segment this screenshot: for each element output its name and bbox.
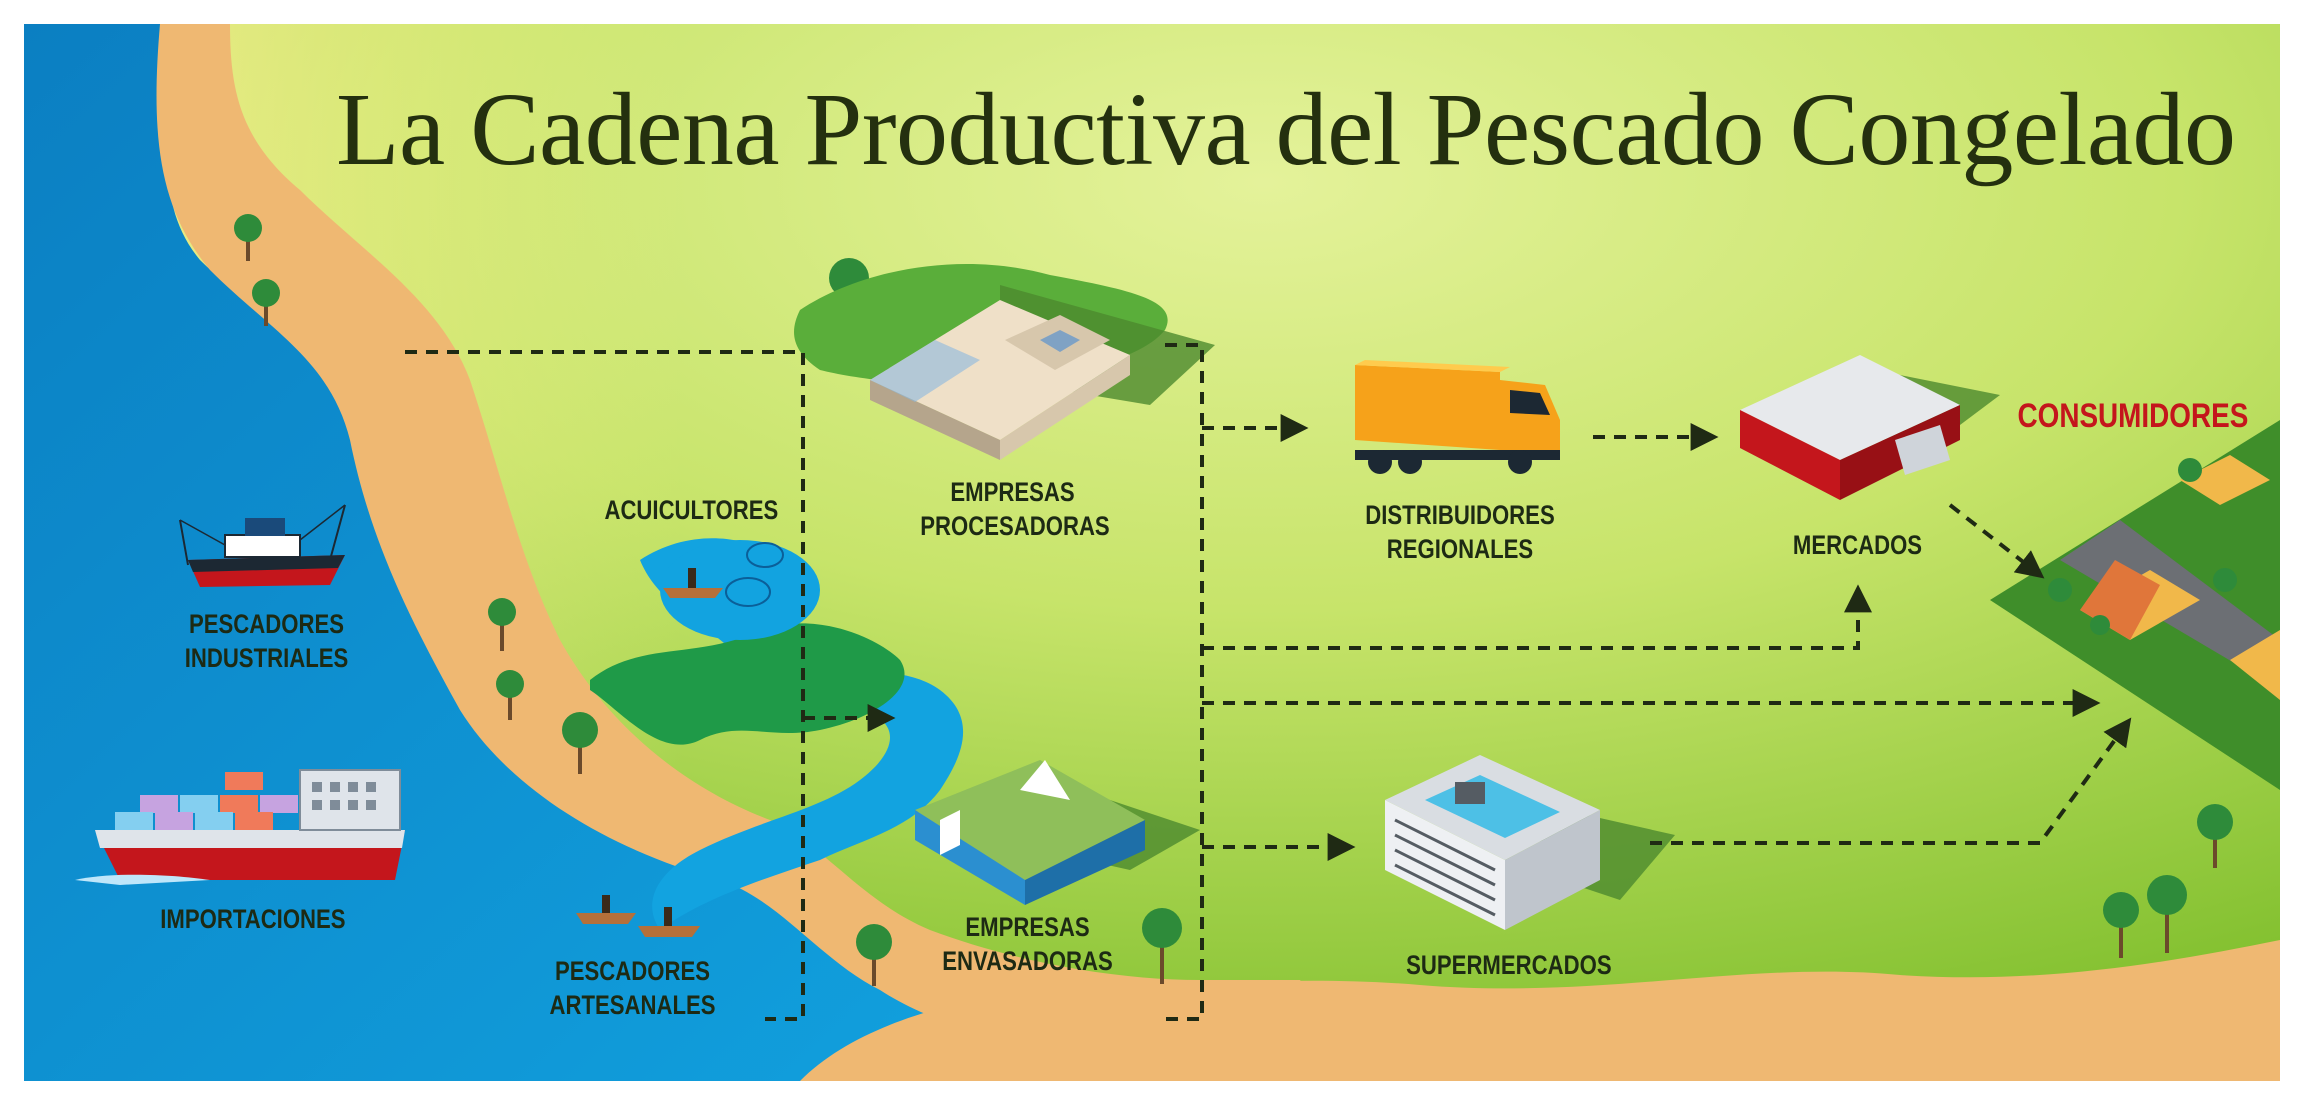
market-building-icon [1740, 355, 2000, 500]
label-pescadores-artesanales: PESCADORES ARTESANALES [549, 956, 716, 1020]
label-consumidores: CONSUMIDORES [2017, 397, 2249, 435]
flow-supermercados-to-consumidores [1650, 717, 2132, 845]
label-distribuidores-regionales: DISTRIBUIDORES REGIONALES [1365, 500, 1555, 564]
tree-icon [234, 214, 2233, 986]
flow-lines [405, 343, 2132, 1021]
label-acuicultores: ACUICULTORES [604, 495, 779, 525]
delivery-truck-icon [1355, 360, 1560, 474]
label-supermercados: SUPERMERCADOS [1406, 950, 1612, 980]
flow-acuicultores-to-procesadoras [405, 350, 805, 1021]
label-empresas-procesadoras: EMPRESAS PROCESADORAS [920, 477, 1110, 541]
label-importaciones: IMPORTACIONES [160, 904, 346, 934]
flow-mercados-to-consumidores [1948, 503, 2045, 579]
forest [590, 623, 905, 745]
label-pescadores-industriales: PESCADORES INDUSTRIALES [184, 609, 349, 673]
page-title: La Cadena Productiva del Pescado Congela… [336, 72, 2236, 187]
supermarket-building-icon [1385, 755, 1675, 930]
rowboat-icon [576, 568, 723, 937]
label-empresas-envasadoras: EMPRESAS ENVASADORAS [942, 912, 1113, 976]
fish-ponds [660, 540, 820, 640]
flow-to-mercados [1202, 584, 1872, 650]
fishing-boat-icon [179, 504, 346, 587]
neighborhood-icon [1990, 420, 2280, 790]
packaging-building-icon [915, 760, 1200, 905]
map-area [24, 24, 2280, 1081]
factory-building-icon [794, 263, 1215, 460]
cargo-ship-icon [75, 769, 405, 885]
bottom-sand [800, 940, 2280, 1081]
label-mercados: MERCADOS [1792, 530, 1923, 560]
